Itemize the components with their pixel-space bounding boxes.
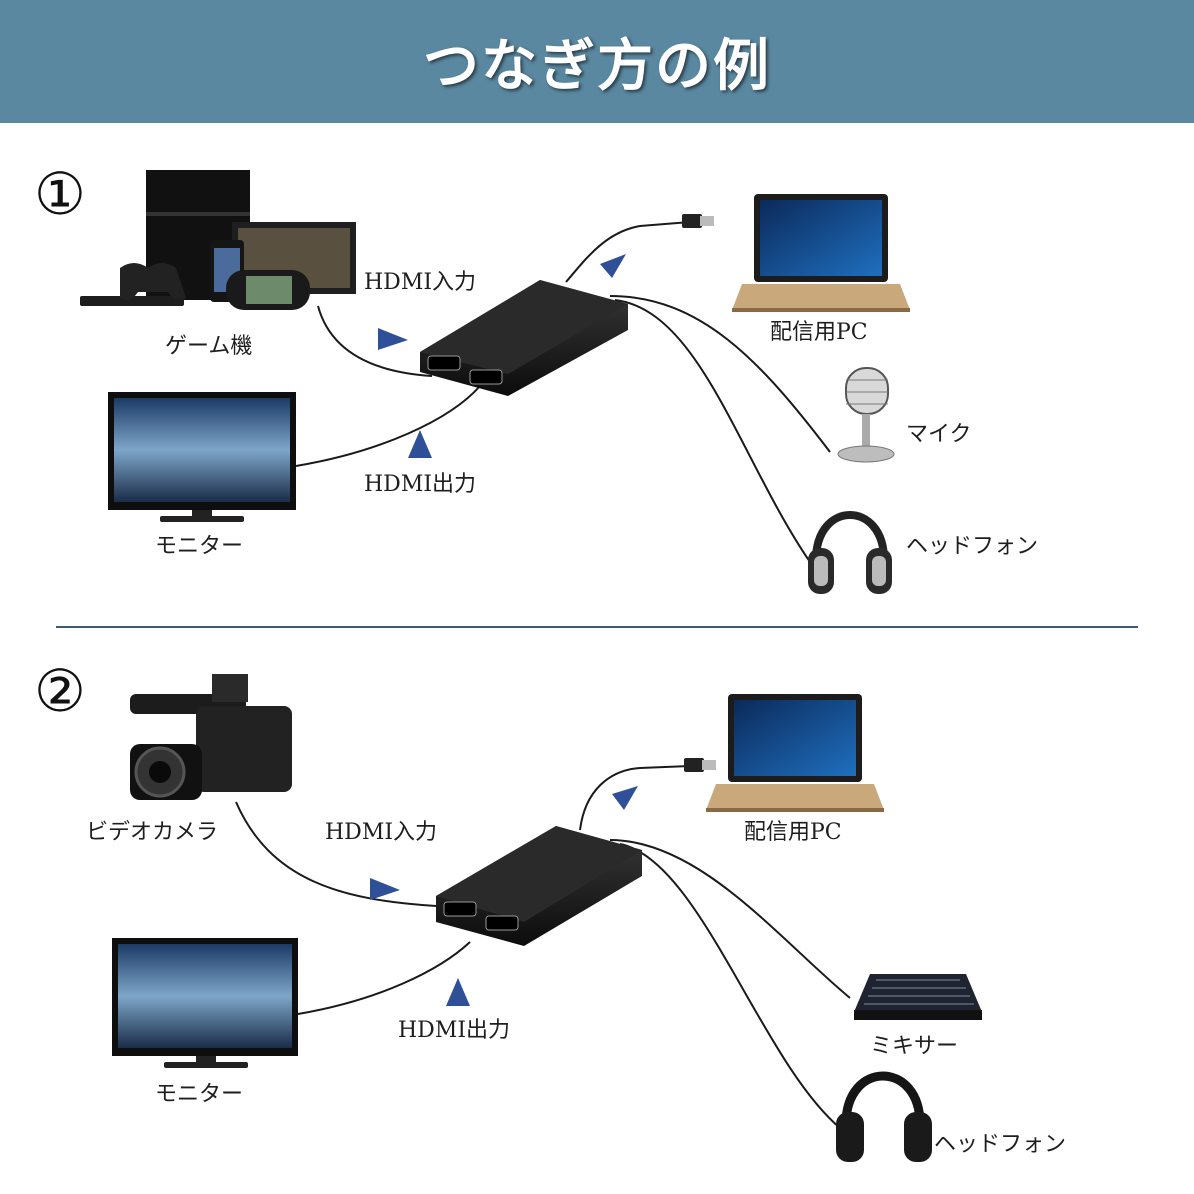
example-number-1: ① [34,160,86,228]
mixer-icon [854,974,982,1020]
usb-plug-icon [682,214,714,228]
label-hdmi-in-1: HDMI入力 [364,270,477,295]
label-pc-2: 配信用PC [744,820,842,845]
label-game-console: ゲーム機 [165,334,253,359]
monitor-icon-2 [112,938,298,1068]
headphone-icon-2 [836,1071,932,1162]
label-hdmi-in-2: HDMI入力 [325,820,438,845]
cables-2 [235,765,851,1129]
monitor-icon [108,392,296,522]
label-pc-1: 配信用PC [770,320,868,345]
label-headphone-2: ヘッドフォン [934,1132,1067,1157]
capture-box-1 [420,280,628,396]
video-camera-icon [130,674,292,800]
game-console-icon [80,170,356,310]
laptop-icon-2 [706,694,884,812]
label-hdmi-out-2: HDMI出力 [398,1018,511,1043]
page-title: つなぎ方の例 [423,34,771,99]
example-number-2: ② [34,657,86,725]
cables-1 [295,221,831,563]
arrows-1 [378,254,626,458]
label-hdmi-out-1: HDMI出力 [364,472,477,497]
label-monitor-2: モニター [155,1082,244,1107]
section-divider [56,626,1138,628]
label-mic: マイク [906,422,972,447]
arrows-2 [370,786,638,1006]
usb-plug-icon-2 [684,758,716,772]
page-header: つなぎ方の例 [0,0,1194,123]
label-headphone-1: ヘッドフォン [906,534,1039,559]
laptop-icon [732,194,910,312]
label-mixer: ミキサー [870,1034,959,1059]
microphone-icon [837,367,895,463]
label-video-camera: ビデオカメラ [86,820,219,845]
headphone-icon [808,511,892,594]
capture-box-2 [436,826,642,946]
label-monitor-1: モニター [155,534,244,559]
